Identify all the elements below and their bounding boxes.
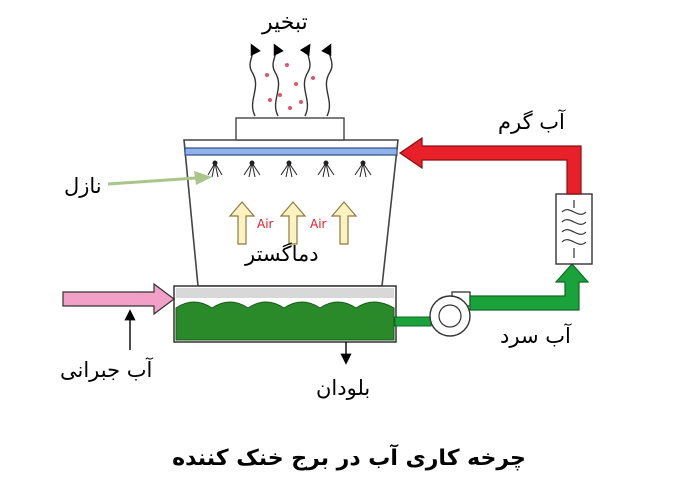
figure-caption: چرخه کاری آب در برج خنک کننده: [172, 446, 526, 471]
label-hot-water: آب گرم: [498, 110, 565, 134]
label-makeup-water: آب جبرانی: [60, 358, 153, 382]
pump: [429, 291, 471, 337]
basin-top-strip: [176, 288, 394, 298]
nozzle-pointer: [107, 171, 212, 186]
cold-pipe-pump-to-exchanger: [469, 263, 590, 311]
label-evaporation: تبخیر: [262, 10, 308, 35]
hot-pipe: [398, 136, 582, 195]
label-blowdown: بلودان: [316, 376, 371, 400]
evaporation-streams: [249, 43, 333, 117]
heat-exchanger: [555, 193, 593, 265]
label-fan: دماگستر: [245, 242, 319, 266]
nozzle-sprays: [207, 160, 372, 178]
label-air-2: Air: [310, 217, 327, 231]
distribution-bar: [184, 147, 398, 156]
basin-water: [175, 301, 395, 341]
makeup-pipe-arrow: [62, 282, 175, 316]
label-air-1: Air: [257, 217, 274, 231]
label-cold-water: آب سرد: [500, 324, 571, 348]
label-nozzle: نازل: [64, 174, 102, 198]
air-arrows: [228, 201, 358, 245]
cold-pipe-basin-to-pump: [394, 316, 432, 327]
tower-outlet: [235, 117, 345, 141]
evaporation-droplets: [265, 63, 315, 110]
